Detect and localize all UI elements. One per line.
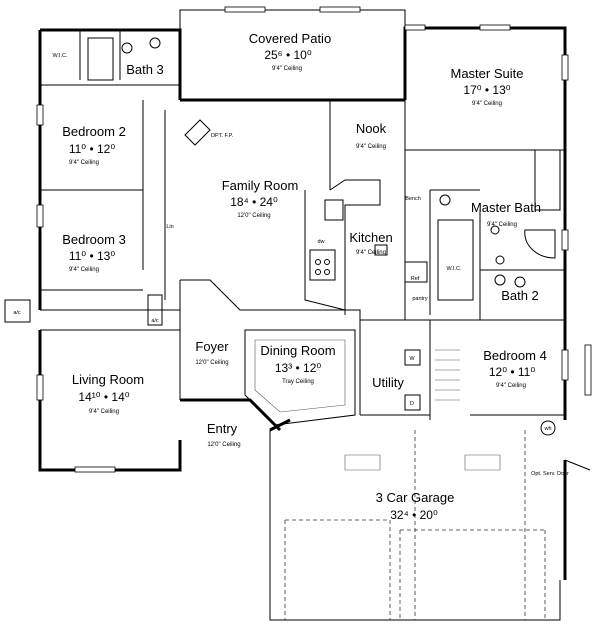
kitchen-ceiling: 9'4" Ceiling — [356, 250, 386, 256]
garage-dim: 32⁴ • 20⁰ — [390, 508, 438, 522]
room-labels: Covered Patio 25⁶ • 10⁰ 9'4" Ceiling Mas… — [62, 31, 547, 522]
nook-name: Nook — [356, 121, 387, 136]
bedroom2-dim: 11⁰ • 12⁰ — [69, 142, 115, 156]
washer-label: W — [409, 356, 415, 362]
family-room-ceiling: 12'0" Ceiling — [237, 213, 270, 219]
bedroom3-ceiling: 9'4" Ceiling — [69, 267, 99, 273]
kitchen-name: Kitchen — [349, 230, 392, 245]
bedroom4-name: Bedroom 4 — [483, 348, 547, 363]
master-bath-ceiling: 9'4" Ceiling — [487, 222, 517, 228]
dryer-label: D — [410, 401, 414, 407]
covered-patio-name: Covered Patio — [249, 31, 331, 46]
interior-walls — [40, 30, 565, 426]
entry-ceiling: 12'0" Ceiling — [207, 442, 240, 448]
dining-room-name: Dining Room — [260, 343, 335, 358]
garage-details — [284, 420, 591, 620]
windows — [36, 6, 592, 473]
bedroom4-dim: 12⁰ • 11⁰ — [489, 365, 535, 379]
foyer-ceiling: 12'0" Ceiling — [195, 360, 228, 366]
garage-name: 3 Car Garage — [376, 490, 455, 505]
bedroom3-dim: 11⁰ • 13⁰ — [69, 249, 115, 263]
ac-exterior-label: a/c — [13, 310, 21, 316]
utility-name: Utility — [372, 375, 404, 390]
lin-label: Lin — [166, 224, 173, 230]
bedroom2-ceiling: 9'4" Ceiling — [69, 160, 99, 166]
entry-name: Entry — [207, 421, 238, 436]
wic-top-label: W.I.C. — [53, 53, 68, 59]
opt-fp-label: OPT. F.P. — [211, 133, 234, 139]
living-room-dim: 14¹⁰ • 14⁰ — [78, 390, 129, 404]
ref-label: Ref — [411, 276, 420, 282]
fixture-labels: W.I.C. W.I.C. OPT. F.P. Lin dw Ref pantr… — [13, 53, 569, 477]
master-suite-dim: 17⁰ • 13⁰ — [463, 83, 510, 97]
fixtures — [4, 37, 561, 411]
living-room-ceiling: 9'4" Ceiling — [89, 409, 119, 415]
covered-patio-ceiling: 9'4" Ceiling — [272, 66, 302, 72]
dining-room-ceiling: Tray Ceiling — [282, 379, 314, 385]
family-room-name: Family Room — [222, 178, 299, 193]
opt-serv-door-label: Opt. Serv. Door — [531, 471, 569, 477]
wic-master-label: W.I.C. — [447, 266, 462, 272]
dw-label: dw — [317, 239, 324, 245]
bench-label: Bench — [405, 196, 421, 202]
covered-patio-dim: 25⁶ • 10⁰ — [264, 48, 312, 62]
living-room-name: Living Room — [72, 372, 144, 387]
bath3-name: Bath 3 — [126, 62, 164, 77]
family-room-dim: 18⁴ • 24⁰ — [230, 195, 278, 209]
bedroom4-ceiling: 9'4" Ceiling — [496, 383, 526, 389]
master-bath-name: Master Bath — [471, 200, 541, 215]
master-suite-ceiling: 9'4" Ceiling — [472, 101, 502, 107]
dining-room-dim: 13³ • 12⁰ — [275, 361, 322, 375]
bedroom3-name: Bedroom 3 — [62, 232, 126, 247]
bedroom2-name: Bedroom 2 — [62, 124, 126, 139]
nook-ceiling: 9'4" Ceiling — [356, 144, 386, 150]
foyer-name: Foyer — [195, 339, 229, 354]
wh-label: wh — [543, 426, 551, 432]
pantry-label: pantry — [412, 296, 428, 302]
master-suite-name: Master Suite — [451, 66, 524, 81]
bath2-name: Bath 2 — [501, 288, 539, 303]
ac-interior-label: a/c — [151, 318, 159, 324]
